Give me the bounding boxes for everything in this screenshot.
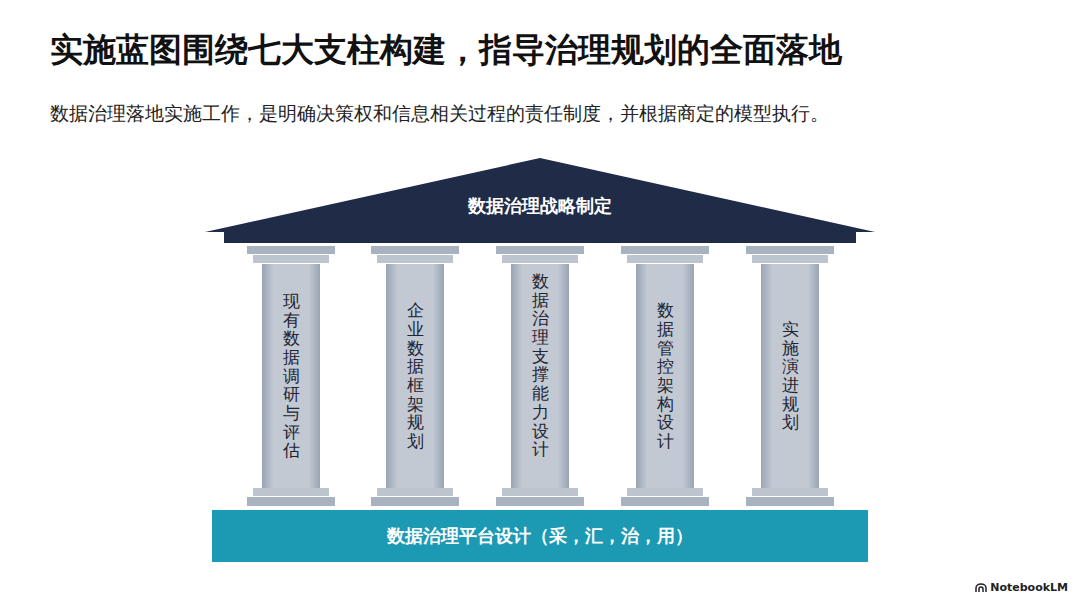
pillar-capital (377, 255, 453, 263)
platform-band: 数据治理平台设计（采，汇，治，用） (212, 510, 868, 562)
pillar-node: 企业数据框架规划 (386, 264, 444, 488)
pillar-capital (496, 246, 584, 254)
pillar-capital (253, 255, 329, 263)
pillar-base (502, 488, 578, 496)
roof-triangle (205, 158, 875, 232)
slide-subtitle: 数据治理落地实施工作，是明确决策权和信息相关过程的责任制度，并根据商定的模型执行… (50, 101, 829, 126)
pillar-base (253, 488, 329, 496)
pillar-shaft (386, 264, 444, 488)
pillar-base (377, 488, 453, 496)
pillar-base (746, 497, 834, 506)
pillar-text: 数据治理支撑能力设计 (532, 272, 549, 459)
roof-node: 数据治理战略制定 (205, 158, 875, 232)
pillar-node: 数据治理支撑能力设计 (511, 264, 569, 488)
pillar-node: 实施演进规划 (761, 264, 819, 488)
pillar-shaft (511, 264, 569, 488)
watermark-icon (975, 583, 987, 593)
pillar-capital (627, 255, 703, 263)
pillar-shaft (262, 264, 320, 488)
pillar-capital (746, 246, 834, 254)
pillar-text: 实施演进规划 (782, 320, 799, 432)
pillar-shaft (761, 264, 819, 488)
pillar-base (371, 497, 459, 506)
roof-text: 数据治理战略制定 (205, 194, 875, 218)
pillar-base (496, 497, 584, 506)
pillar-text: 数据管控架构设计 (657, 301, 674, 451)
slide-title: 实施蓝图围绕七大支柱构建，指导治理规划的全面落地 (50, 28, 842, 73)
watermark-icon-stroke (976, 584, 986, 592)
pillar-text: 现有数据调研与评估 (283, 292, 300, 460)
pillar-base (621, 497, 709, 506)
watermark: NotebookLM (975, 581, 1068, 594)
pillar-base (247, 497, 335, 506)
pillar-capital (247, 246, 335, 254)
pillar-capital (621, 246, 709, 254)
pillar-node: 现有数据调研与评估 (262, 264, 320, 488)
pillar-node: 数据管控架构设计 (636, 264, 694, 488)
pillar-capital (371, 246, 459, 254)
pillar-text: 企业数据框架规划 (407, 301, 424, 451)
watermark-text: NotebookLM (990, 581, 1068, 594)
entablature (224, 231, 856, 243)
pillar-capital (502, 255, 578, 263)
pillar-capital (752, 255, 828, 263)
pillar-base (752, 488, 828, 496)
pillar-base (627, 488, 703, 496)
band-text: 数据治理平台设计（采，汇，治，用） (387, 524, 693, 548)
pillar-shaft (636, 264, 694, 488)
